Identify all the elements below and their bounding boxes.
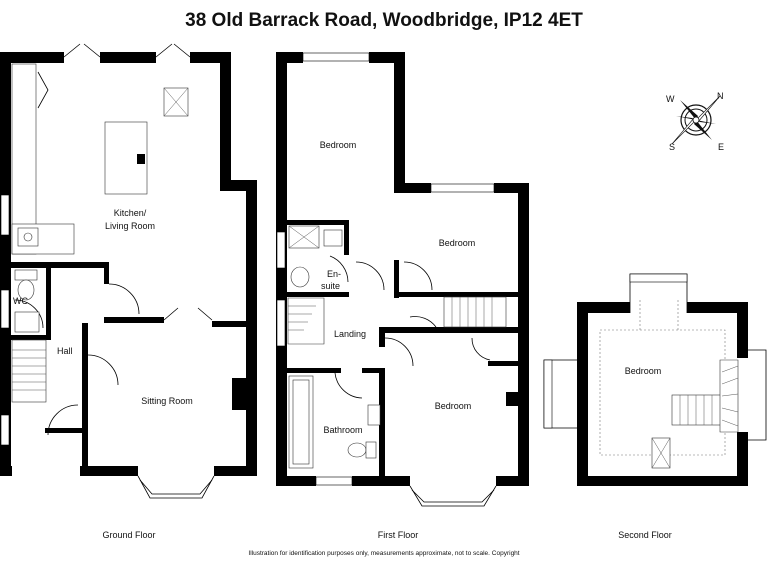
room-label-bedroom-3: Bedroom: [435, 401, 472, 411]
disclaimer-text: Illustration for identification purposes…: [248, 550, 520, 557]
compass-label-w: W: [666, 94, 675, 104]
compass-label-s: S: [669, 142, 675, 152]
ground-floor-plan: [0, 43, 257, 499]
room-label-bedroom-1: Bedroom: [320, 140, 357, 150]
compass-rose-icon: [671, 95, 721, 145]
compass-label-e: E: [718, 142, 724, 152]
first-floor-plan: [276, 52, 529, 507]
floor-label-first: First Floor: [378, 530, 419, 540]
room-label-sitting-room: Sitting Room: [141, 396, 193, 406]
room-label-ensuite: En-: [327, 269, 341, 279]
second-floor-plan: [543, 273, 767, 486]
plan-title: 38 Old Barrack Road, Woodbridge, IP12 4E…: [185, 10, 583, 31]
room-label-bathroom: Bathroom: [323, 425, 362, 435]
room-label-hall: Hall: [57, 346, 73, 356]
room-label-kitchen-2: Living Room: [105, 221, 155, 231]
floor-label-second: Second Floor: [618, 530, 672, 540]
floor-label-ground: Ground Floor: [102, 530, 155, 540]
room-label-landing: Landing: [334, 329, 366, 339]
room-label-wc: WC: [13, 296, 28, 306]
room-label-bedroom-4: Bedroom: [625, 366, 662, 376]
room-label-ensuite-2: suite: [321, 281, 340, 291]
room-label-kitchen: Kitchen/: [114, 208, 147, 218]
compass-label-n: N: [717, 91, 724, 101]
room-label-bedroom-2: Bedroom: [439, 238, 476, 248]
